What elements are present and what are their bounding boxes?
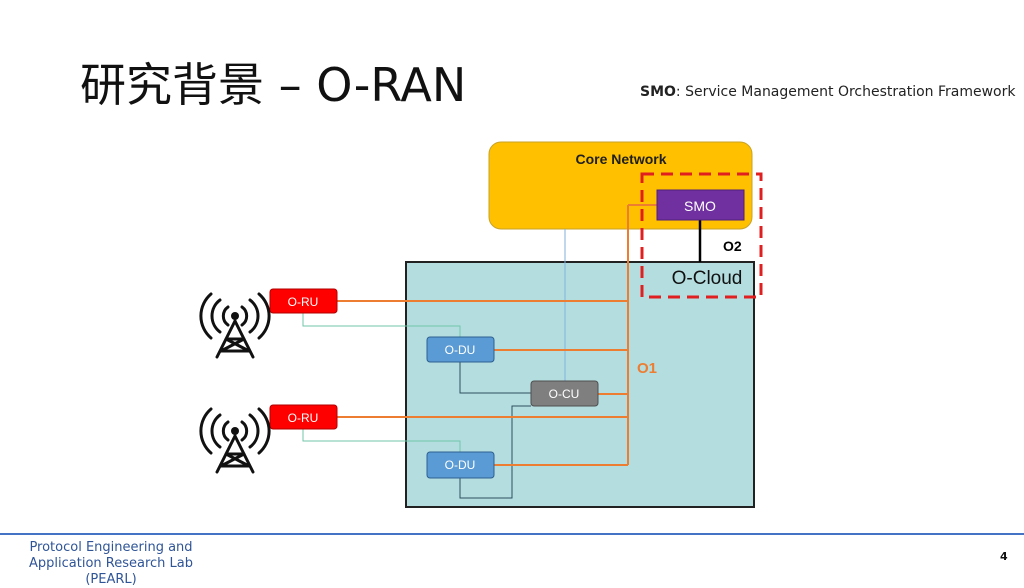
slide-title: 研究背景 – O-RAN: [80, 58, 467, 112]
ocu-box: [530, 380, 599, 407]
oru-bottom-label: O-RU: [288, 411, 319, 425]
oru-top-label: O-RU: [288, 295, 319, 309]
page-number: 4: [1000, 550, 1008, 563]
ocloud-label: O-Cloud: [672, 268, 743, 289]
oran-architecture-diagram: Core Network SMO O2 O-Cloud O1 O-RU O-RU…: [199, 141, 763, 508]
odu-top-box: [426, 336, 495, 363]
ocu-label: O-CU: [549, 387, 580, 401]
footer-lab-line2: Application Research Lab (PEARL): [29, 556, 193, 587]
o1-label: O1: [637, 360, 657, 377]
smo-definition-text: : Service Management Orchestration Frame…: [675, 84, 1016, 100]
smo-ocloud-highlight: [640, 172, 763, 299]
odu-bottom-label: O-DU: [445, 458, 476, 472]
odu-top-label: O-DU: [445, 343, 476, 357]
oru-odu-link-bottom: [302, 429, 461, 452]
core-network-label: Core Network: [575, 151, 666, 167]
oru-bottom-box: [269, 404, 338, 430]
footer-lab-name: Protocol Engineering and Application Res…: [6, 540, 216, 588]
footer-lab-line1: Protocol Engineering and: [29, 540, 193, 555]
antenna-tower-icon: [199, 407, 271, 474]
footer-divider: [0, 533, 1024, 535]
odu-ocu-link-top: [459, 362, 531, 394]
smo-definition: SMO: Service Management Orchestration Fr…: [640, 84, 1016, 100]
oru-top-box: [269, 288, 338, 314]
o2-label: O2: [723, 238, 742, 254]
odu-ocu-link-bottom: [459, 405, 531, 499]
smo-term: SMO: [640, 84, 676, 100]
antenna-tower-icon: [199, 292, 271, 359]
smo-label: SMO: [684, 198, 716, 214]
smo-box: [656, 189, 745, 221]
oru-odu-link-top: [302, 313, 461, 337]
odu-bottom-box: [426, 451, 495, 479]
